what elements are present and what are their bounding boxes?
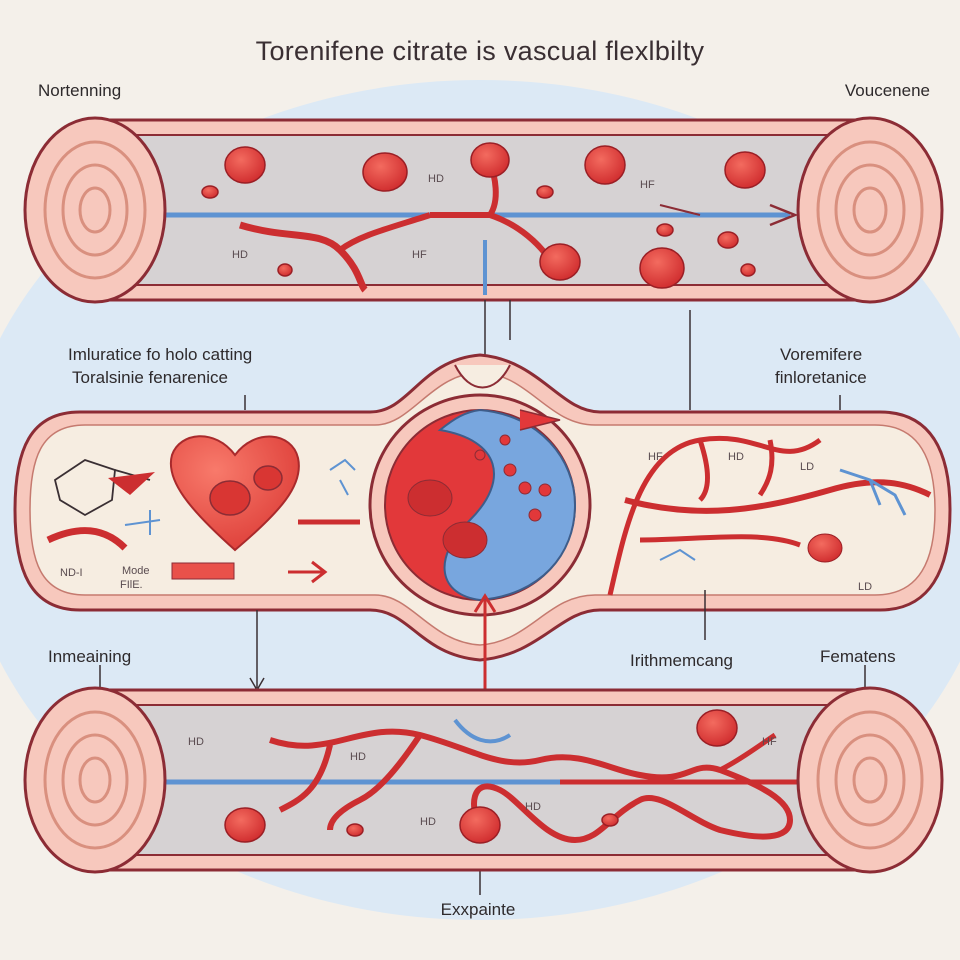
middle-vessel: ND-I Mode FIlE.	[13, 353, 952, 662]
code-label: LD	[858, 581, 872, 593]
blood-cell	[536, 185, 554, 199]
bottom-vessel: HD HD HD HD HF	[23, 686, 944, 874]
blood-cell	[740, 263, 756, 277]
blood-cell	[277, 263, 293, 277]
blood-cell	[224, 807, 266, 843]
code-label: HD	[188, 736, 204, 748]
connector-lines-lower	[99, 590, 866, 895]
blood-cell	[584, 145, 626, 185]
vessel-end-cap-left	[23, 116, 167, 304]
vessel-end-cap-right	[796, 116, 944, 304]
label-lower-left: Inmeaining	[48, 647, 131, 666]
diagram-title: Torenifene citrate is vascual flexlbilty	[256, 36, 705, 66]
label-top-right: Voucenene	[845, 81, 930, 100]
code-label: HD	[420, 816, 436, 828]
blood-cell	[724, 151, 766, 189]
code-label: HD	[428, 173, 444, 185]
code-label: Mode	[122, 565, 150, 577]
top-vessel: HD HF HF HD	[23, 116, 944, 304]
blood-cell	[346, 823, 364, 837]
label-top-left: Nortenning	[38, 81, 121, 100]
label-bottom: Exxpainte	[441, 900, 516, 919]
blood-cell	[539, 243, 581, 281]
blood-cell	[717, 231, 739, 249]
blood-cell	[470, 142, 510, 178]
blood-cell	[362, 152, 408, 192]
label-mid-right-1: Voremifere	[780, 345, 862, 364]
code-label: LD	[800, 461, 814, 473]
label-mid-right-2: finloretanice	[775, 368, 867, 387]
vessel-end-cap-right	[796, 686, 944, 874]
vessel-end-cap-left	[23, 686, 167, 874]
blood-cell	[201, 185, 219, 199]
code-label: ND-I	[60, 567, 83, 579]
label-mid-left-2: Toralsinie fenarenice	[72, 368, 228, 387]
label-lower-center: Irithmemcang	[630, 651, 733, 670]
code-label: HF	[640, 179, 655, 191]
code-label: HD	[232, 249, 248, 261]
code-label: HD	[728, 451, 744, 463]
code-label: HF	[762, 736, 777, 748]
blood-cell	[696, 709, 738, 747]
blood-cell	[601, 813, 619, 827]
blood-cell	[459, 806, 501, 844]
blood-cell	[656, 223, 674, 237]
code-label: HF	[648, 451, 663, 463]
label-lower-right: Fematens	[820, 647, 896, 666]
blood-cell	[639, 247, 685, 289]
label-mid-left-1: Imluratice fo holo catting	[68, 345, 252, 364]
vessel-cross-section	[368, 364, 592, 617]
blood-cell	[224, 146, 266, 184]
code-label: FIlE.	[120, 579, 143, 591]
code-label: HD	[350, 751, 366, 763]
code-label: HD	[525, 801, 541, 813]
code-label: HF	[412, 249, 427, 261]
